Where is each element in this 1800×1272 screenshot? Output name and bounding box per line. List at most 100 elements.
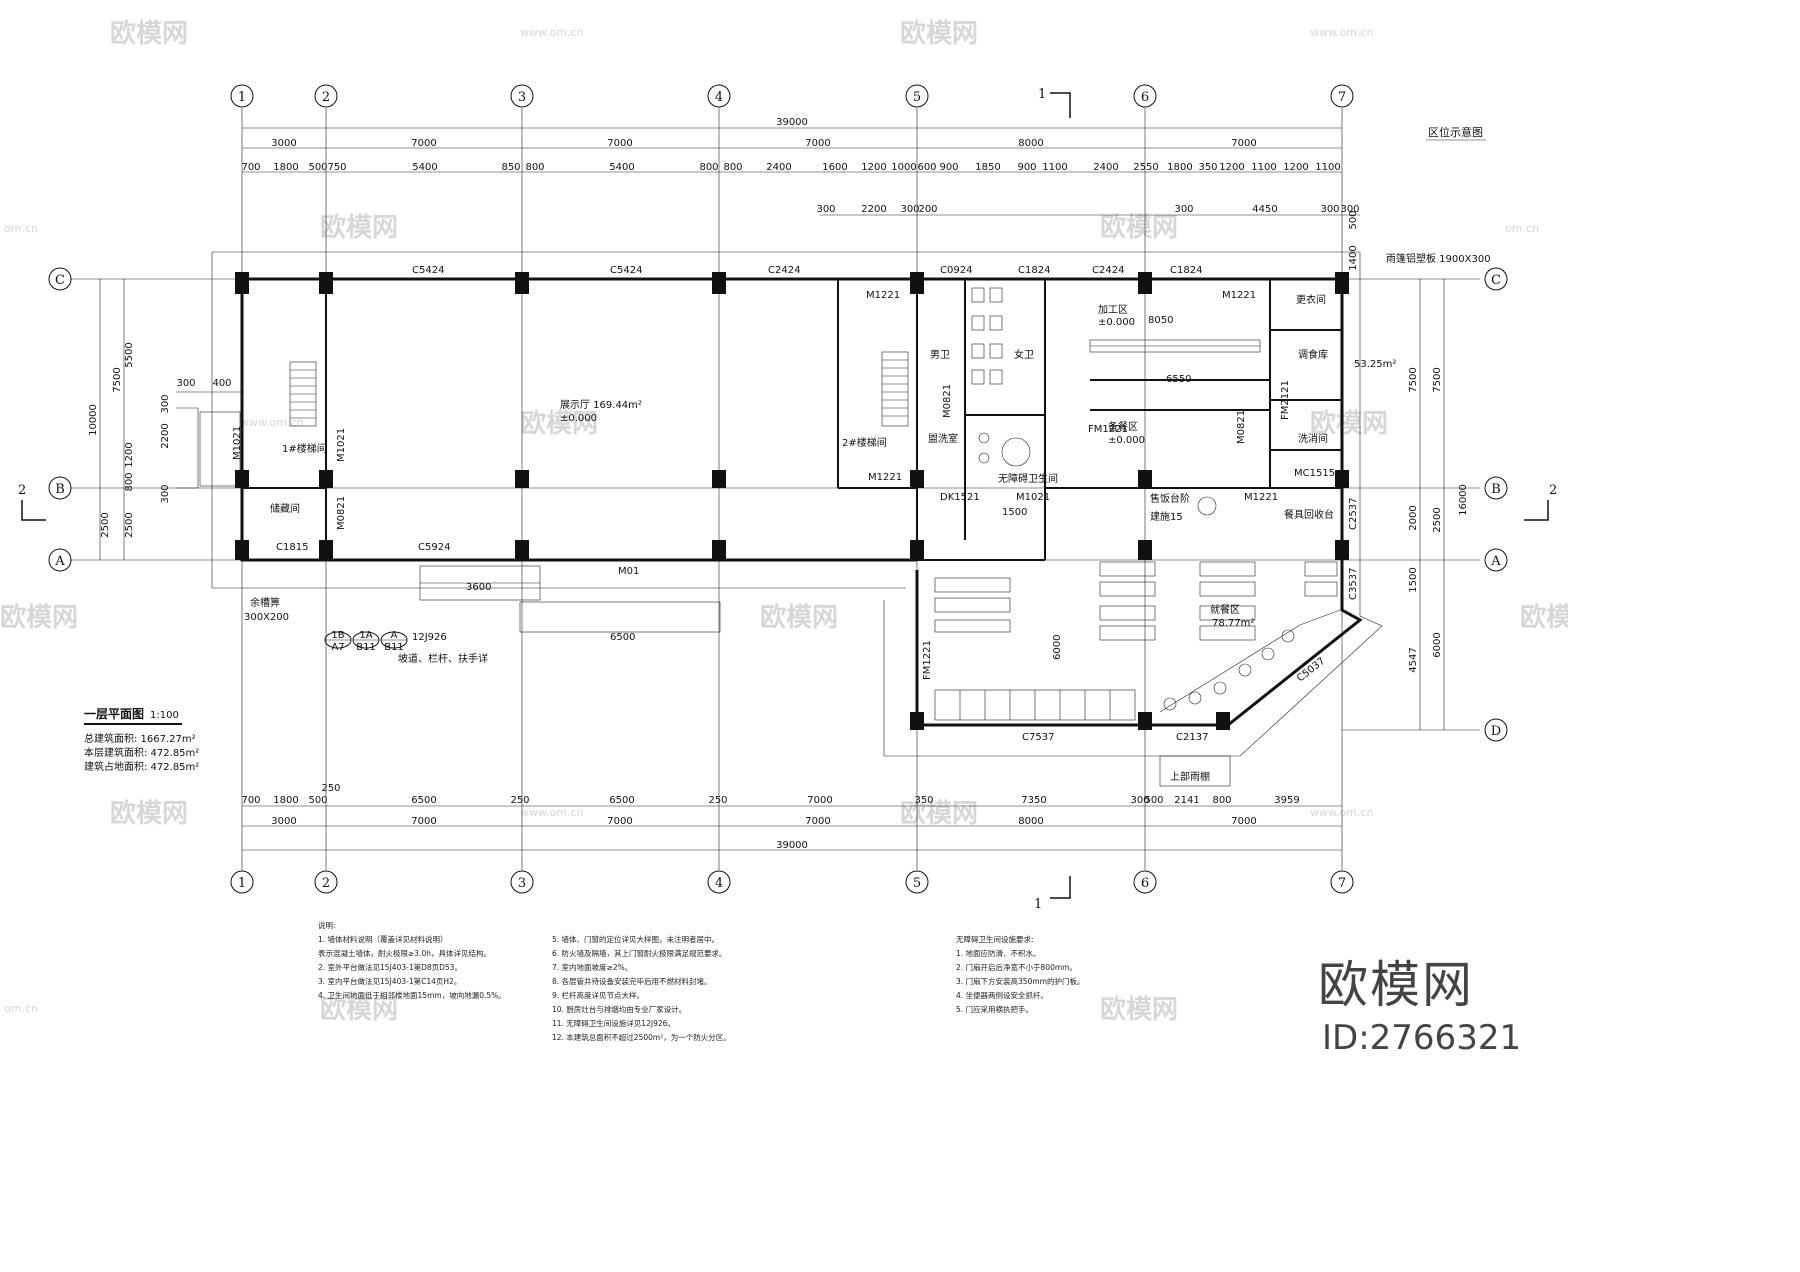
svg-text:1100: 1100: [1042, 162, 1067, 173]
watermark-text: 欧模网: [0, 602, 78, 633]
svg-text:5: 5: [913, 90, 921, 105]
svg-text:4: 4: [715, 90, 723, 105]
section-markers: 1 1 2 2: [18, 87, 1557, 912]
svg-text:12J926: 12J926: [412, 632, 447, 643]
room-stair1: 1#楼梯间: [282, 442, 327, 455]
plan-title: 一层平面图: [84, 707, 144, 721]
svg-text:900: 900: [1017, 162, 1036, 173]
svg-text:2: 2: [18, 483, 26, 498]
room-warehouse: 调食库: [1298, 348, 1328, 361]
svg-text:9. 栏杆高度详见节点大样。: 9. 栏杆高度详见节点大样。: [552, 990, 644, 1000]
detail-references: 1B A7 1A B11 A B11 12J926 坡道、栏杆、扶手详: [324, 630, 488, 665]
svg-text:1A: 1A: [359, 630, 372, 641]
svg-text:2500: 2500: [1432, 507, 1443, 532]
plan-title-block: 一层平面图 1:100 总建筑面积: 1667.27m² 本层建筑面积: 472…: [84, 707, 199, 773]
svg-text:5500: 5500: [124, 342, 135, 367]
watermark-text: 欧模网: [110, 18, 188, 49]
svg-text:5: 5: [913, 876, 921, 891]
svg-text:6000: 6000: [1052, 635, 1063, 660]
svg-text:39000: 39000: [776, 117, 808, 128]
svg-text:500: 500: [308, 795, 327, 806]
watermark-text: 欧模网: [1100, 994, 1178, 1025]
svg-text:3959: 3959: [1274, 795, 1299, 806]
dimension-left: 10000 7500 5500 1200 800 2500 2500 2200 …: [88, 279, 242, 560]
svg-text:6: 6: [1141, 90, 1149, 105]
svg-text:11. 无障碍卫生间设施详见12J926。: 11. 无障碍卫生间设施详见12J926。: [552, 1018, 675, 1028]
svg-text:C1824: C1824: [1018, 265, 1050, 276]
svg-text:4: 4: [715, 876, 723, 891]
svg-text:1800: 1800: [273, 795, 298, 806]
svg-text:C: C: [55, 273, 65, 288]
room-labels: 展示厅 169.44m² ±0.000 1#楼梯间 2#楼梯间 储藏间 男卫 女…: [270, 293, 1334, 783]
svg-text:800: 800: [723, 162, 742, 173]
svg-text:1: 1: [1038, 87, 1046, 102]
footprint-area: 建筑占地面积: 472.85m²: [84, 760, 199, 773]
svg-text:500: 500: [308, 162, 327, 173]
room-ramp: 上部雨棚: [1170, 770, 1210, 783]
svg-text:2: 2: [322, 876, 330, 891]
svg-text:说明:: 说明:: [318, 920, 336, 930]
svg-text:250: 250: [321, 783, 340, 794]
svg-text:3: 3: [518, 90, 526, 105]
svg-text:250: 250: [708, 795, 727, 806]
room-storage: 储藏间: [270, 502, 300, 515]
plan-scale: 1:100: [150, 710, 179, 721]
brand-logo-text: 欧模网: [1318, 956, 1474, 1014]
svg-text:2500: 2500: [124, 512, 135, 537]
svg-text:4450: 4450: [1252, 204, 1277, 215]
svg-text:M1221: M1221: [1222, 290, 1256, 301]
watermark-text: 欧模网: [320, 994, 398, 1025]
svg-text:7500: 7500: [1432, 367, 1443, 392]
svg-text:6500: 6500: [609, 795, 634, 806]
svg-text:800: 800: [699, 162, 718, 173]
svg-text:4. 卫生间地面低于相邻楼地面15mm，坡向地漏0.5%。: 4. 卫生间地面低于相邻楼地面15mm，坡向地漏0.5%。: [318, 990, 506, 1000]
svg-text:400: 400: [212, 378, 231, 389]
structural-columns: [235, 272, 1349, 730]
svg-text:B11: B11: [356, 642, 376, 653]
svg-text:雨篷铝塑板 1900X300: 雨篷铝塑板 1900X300: [1386, 252, 1491, 265]
svg-text:A: A: [54, 554, 65, 569]
watermark-url: www.om.cn: [520, 26, 583, 39]
svg-text:300: 300: [1320, 204, 1339, 215]
svg-text:300: 300: [900, 204, 919, 215]
svg-text:C2537: C2537: [1348, 498, 1359, 530]
room-exhibition: 展示厅 169.44m²: [560, 399, 642, 411]
svg-text:4547: 4547: [1408, 647, 1419, 672]
svg-text:1: 1: [1034, 897, 1042, 912]
svg-text:M01: M01: [618, 566, 639, 577]
svg-text:C5424: C5424: [412, 265, 444, 276]
svg-text:1850: 1850: [975, 162, 1000, 173]
svg-text:A: A: [391, 630, 398, 641]
svg-text:3: 3: [518, 876, 526, 891]
svg-text:FM1221: FM1221: [1088, 424, 1128, 435]
svg-text:7000: 7000: [807, 795, 832, 806]
total-area: 总建筑面积: 1667.27m²: [84, 732, 196, 745]
svg-text:C: C: [1491, 273, 1501, 288]
svg-text:300: 300: [816, 204, 835, 215]
svg-text:10000: 10000: [88, 404, 99, 436]
svg-text:3000: 3000: [271, 816, 296, 827]
svg-text:表示混凝土墙体，耐火极限≥3.0h，具体详见结构。: 表示混凝土墙体，耐火极限≥3.0h，具体详见结构。: [318, 948, 491, 958]
svg-text:7000: 7000: [1231, 138, 1256, 149]
axis-bubble-left: C B A: [48, 267, 72, 572]
watermark-domain: om.cn: [4, 1002, 38, 1015]
watermark-text: 欧模网: [900, 798, 978, 829]
svg-text:M1021: M1021: [336, 428, 347, 462]
stair-1: [289, 361, 317, 427]
svg-text:2: 2: [1549, 483, 1557, 498]
svg-text:250: 250: [510, 795, 529, 806]
svg-text:A7: A7: [331, 642, 344, 653]
svg-text:8050: 8050: [1148, 315, 1173, 326]
svg-text:1500: 1500: [1002, 507, 1027, 518]
svg-text:300: 300: [1174, 204, 1193, 215]
svg-text:A: A: [1490, 554, 1501, 569]
svg-text:3. 门扇下方安装高350mm的护门板。: 3. 门扇下方安装高350mm的护门板。: [956, 976, 1084, 986]
room-dining-area: 78.77m²: [1212, 618, 1254, 629]
room-dining: 就餐区: [1210, 603, 1240, 616]
svg-text:D: D: [1491, 724, 1501, 739]
svg-text:2550: 2550: [1133, 162, 1158, 173]
svg-text:1400: 1400: [1348, 245, 1359, 270]
watermark-text: 欧模网: [320, 212, 398, 243]
axis-bubble-right: C B A D: [1484, 267, 1508, 742]
axis-bubble-top: 1 2 3 4 5 6 7: [230, 84, 1354, 108]
